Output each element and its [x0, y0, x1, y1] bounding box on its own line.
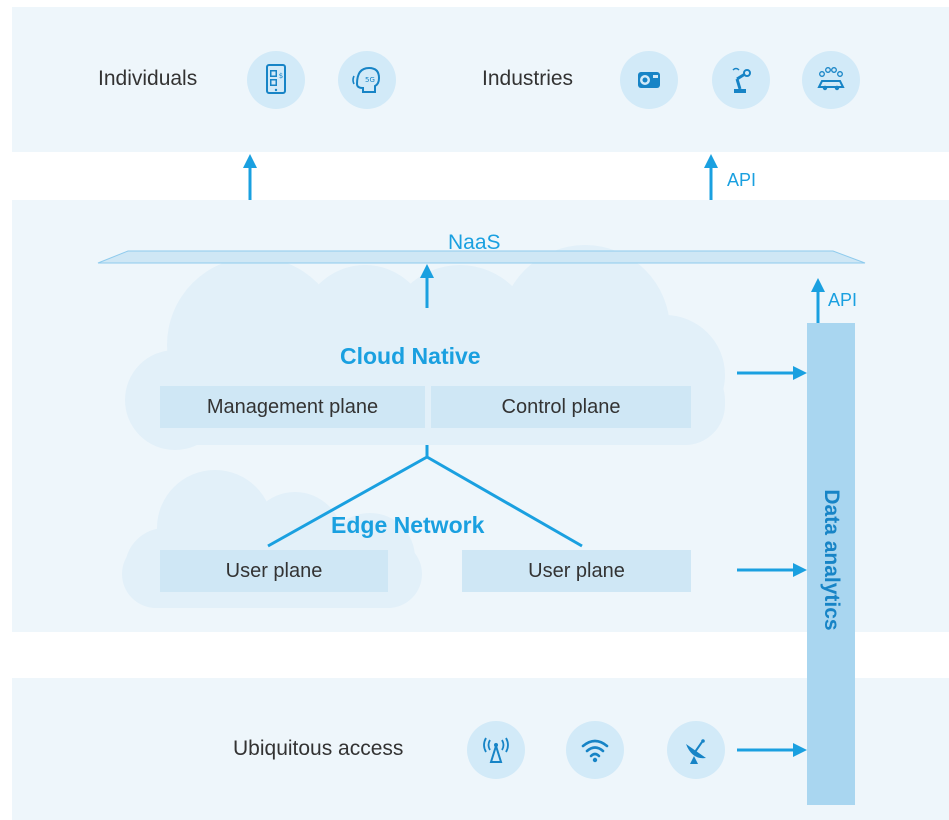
user-plane-right: User plane — [462, 550, 691, 592]
edge-network-title: Edge Network — [331, 512, 485, 538]
data-analytics-label: Data analytics — [820, 489, 843, 631]
top-band — [12, 7, 949, 152]
mobile-qr-payment-icon: $ — [247, 51, 305, 109]
arrow-naas — [420, 264, 434, 308]
svg-text:5G: 5G — [365, 76, 375, 84]
api-label-industries: API — [727, 170, 757, 190]
arrow-individuals — [243, 154, 257, 200]
api-label-data-analytics: API — [828, 290, 858, 310]
arrow-access-to-data — [737, 743, 807, 757]
data-analytics-bar — [807, 323, 855, 805]
edge-connector-lines — [267, 445, 583, 548]
ubiquitous-access-label: Ubiquitous access — [233, 737, 404, 760]
connected-car-icon — [802, 51, 860, 109]
robot-arm-icon — [712, 51, 770, 109]
individuals-label: Individuals — [98, 67, 198, 90]
naas-line — [97, 250, 866, 264]
camera-icon — [620, 51, 678, 109]
5g-headset-icon: 5G — [338, 51, 396, 109]
industries-label: Industries — [482, 67, 574, 90]
management-plane: Management plane — [160, 386, 425, 428]
arrow-data-api — [811, 278, 825, 323]
cloud-native-title: Cloud Native — [340, 343, 481, 369]
satellite-dish-icon — [667, 721, 725, 779]
wifi-icon — [566, 721, 624, 779]
arrow-cloud-to-data — [737, 366, 807, 380]
arrow-edge-to-data — [737, 563, 807, 577]
svg-text:$: $ — [279, 72, 283, 80]
naas-label: NaaS — [448, 231, 501, 254]
arrow-industries — [704, 154, 718, 200]
user-plane-left: User plane — [160, 550, 388, 592]
control-plane: Control plane — [431, 386, 691, 428]
cell-tower-icon — [467, 721, 525, 779]
